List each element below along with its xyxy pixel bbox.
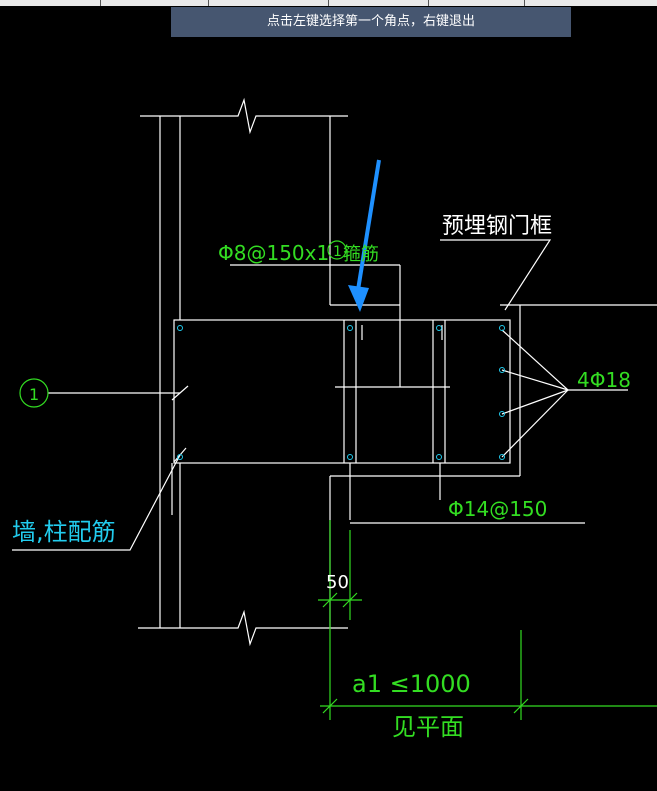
dimension-lines xyxy=(19,240,657,720)
dimension-a1-label: a1 ≤1000 xyxy=(352,670,471,698)
drawing-lines xyxy=(12,97,657,647)
toolbar-segment[interactable] xyxy=(328,0,429,6)
toolbar-segment[interactable] xyxy=(0,0,101,6)
stirrup-label: Φ8@150x1 xyxy=(218,241,329,265)
rebar-dots xyxy=(177,325,505,460)
toolbar-segment[interactable] xyxy=(428,0,525,6)
wall-column-rebar-label: 墙,柱配筋 xyxy=(12,518,116,546)
bars-4-label: 4Φ18 xyxy=(577,368,631,392)
see-plan-label: 见平面 xyxy=(392,713,464,741)
toolbar-segment[interactable] xyxy=(100,0,209,6)
bars-14-label: Φ14@150 xyxy=(448,497,547,521)
stirrup-tail-label: 箍筋 xyxy=(343,244,379,265)
toolbar-segment[interactable] xyxy=(208,0,329,6)
embedded-frame-label: 预埋钢门框 xyxy=(442,214,552,239)
dimension-50-label: 50 xyxy=(326,572,349,593)
top-toolbar-strip xyxy=(0,0,657,6)
pointer-arrow-icon xyxy=(348,159,381,312)
command-prompt-banner: 点击左键选择第一个角点，右键退出 xyxy=(171,7,571,37)
axis-circle-label: 1 xyxy=(333,244,342,260)
axis-1-label: 1 xyxy=(29,385,39,404)
